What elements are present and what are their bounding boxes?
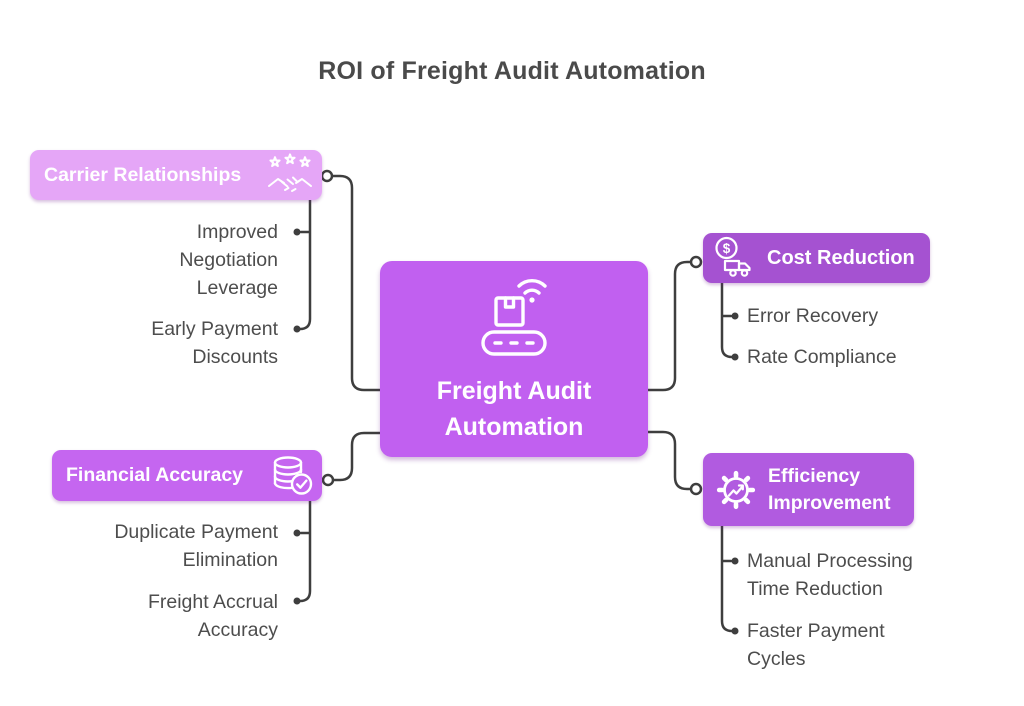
carrier-sub-items: Improved Negotiation Leverage Early Paym… — [40, 218, 278, 371]
bullet-efficiency-1 — [731, 557, 739, 565]
bullet-financial-1 — [293, 529, 301, 537]
node-financial-accuracy: Financial Accuracy — [52, 450, 322, 501]
port-cost — [689, 255, 703, 269]
dollar-coin-truck-icon: $ — [711, 235, 757, 281]
port-carrier — [320, 169, 334, 183]
node-freight-audit-automation: Freight Audit Automation — [380, 261, 648, 457]
sub-item: Duplicate Payment Elimination — [114, 521, 278, 571]
bullet-cost-2 — [731, 353, 739, 361]
bullet-carrier-1 — [293, 228, 301, 236]
node-cost-reduction: $ Cost Reduction — [703, 233, 930, 283]
sub-item: Freight Accrual Accuracy — [147, 591, 278, 641]
node-carrier-relationships: Carrier Relationships — [30, 150, 322, 200]
smart-conveyor-icon — [466, 273, 562, 369]
bullet-cost-1 — [731, 312, 739, 320]
connector-central-to-efficiency — [644, 430, 693, 491]
page-title: ROI of Freight Audit Automation — [318, 57, 706, 85]
partnership-handshake-icon — [266, 153, 314, 197]
node-efficiency-label: Efficiency Improvement — [768, 464, 891, 514]
svg-text:$: $ — [723, 241, 731, 256]
node-efficiency-improvement: Efficiency Improvement — [703, 453, 914, 526]
bullet-carrier-2 — [293, 325, 301, 333]
node-cost-label: Cost Reduction — [767, 246, 915, 269]
spine-efficiency — [720, 523, 734, 633]
bullet-financial-2 — [293, 597, 301, 605]
spine-cost — [720, 279, 734, 359]
sub-item: Rate Compliance — [747, 346, 897, 368]
node-financial-label: Financial Accuracy — [66, 464, 244, 486]
cost-sub-items: Error Recovery Rate Compliance — [747, 302, 987, 371]
sub-item: Faster Payment Cycles — [747, 620, 885, 670]
connector-carrier-to-central — [331, 174, 384, 392]
spine-carrier — [298, 196, 312, 331]
sub-item: Manual Processing Time Reduction — [747, 550, 913, 600]
connector-financial-to-central — [332, 431, 384, 482]
port-financial — [321, 473, 335, 487]
connector-central-to-cost — [644, 260, 693, 392]
node-central-label: Freight Audit Automation — [436, 377, 592, 441]
financial-sub-items: Duplicate Payment Elimination Freight Ac… — [40, 518, 278, 644]
sub-item: Error Recovery — [747, 305, 879, 327]
node-carrier-label: Carrier Relationships — [44, 163, 242, 186]
gear-growth-icon — [713, 467, 759, 513]
efficiency-sub-items: Manual Processing Time Reduction Faster … — [747, 547, 982, 673]
sub-item: Improved Negotiation Leverage — [179, 221, 278, 299]
spine-financial — [298, 497, 312, 603]
database-check-icon — [268, 453, 314, 499]
port-efficiency — [689, 482, 703, 496]
sub-item: Early Payment Discounts — [151, 318, 278, 368]
bullet-efficiency-2 — [731, 627, 739, 635]
